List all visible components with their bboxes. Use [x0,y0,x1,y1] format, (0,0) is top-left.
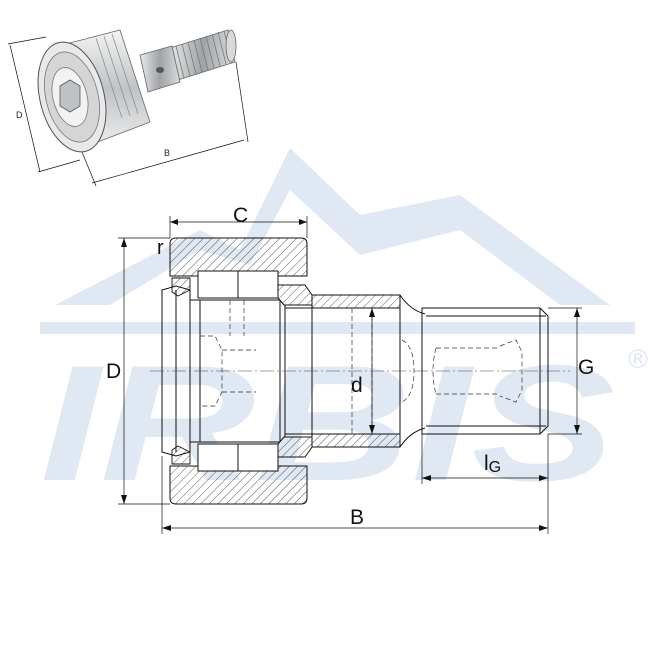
dimension-C: C [169,204,308,238]
label-lG: lG [484,452,501,476]
needle-rollers-top [186,270,292,299]
stud-collar [285,294,401,448]
iso-hex-socket-icon [59,79,81,113]
watermark-mountain-logo [55,148,610,305]
label-D: D [106,360,121,383]
outer-ring-section-bottom [169,465,308,505]
section-drawing [150,237,570,505]
isometric-view: D B [7,29,249,187]
dimension-d: d [351,308,375,434]
needle-rollers-bottom [197,443,279,472]
iso-collar [139,45,181,93]
label-G: G [578,356,594,379]
label-B: B [350,506,364,529]
label-r: r [157,237,164,259]
iso-label-D: D [16,110,23,120]
iso-dimension-D: D [7,36,81,173]
watermark: IRBIS ® [40,148,651,515]
outer-ring-section-top [169,237,308,277]
watermark-registered-mark: ® [625,345,651,375]
label-lG-sub: G [489,459,501,476]
dimension-D: D [106,237,170,505]
iso-threaded-stud [169,29,237,81]
dimension-G: G [548,307,594,435]
label-r-group: r [157,237,164,259]
iso-dimension-B: B [81,61,249,187]
label-C: C [233,204,248,227]
stud-body [200,299,286,443]
iso-label-B: B [164,148,170,158]
dimension-lG: lG [421,434,549,484]
watermark-brand-text: IRBIS [40,331,615,515]
dimension-B: B [161,456,549,534]
watermark-stripe [40,322,635,334]
label-lG-main: l [484,452,489,475]
iso-outer-ring [37,29,151,153]
label-d: d [351,374,363,397]
